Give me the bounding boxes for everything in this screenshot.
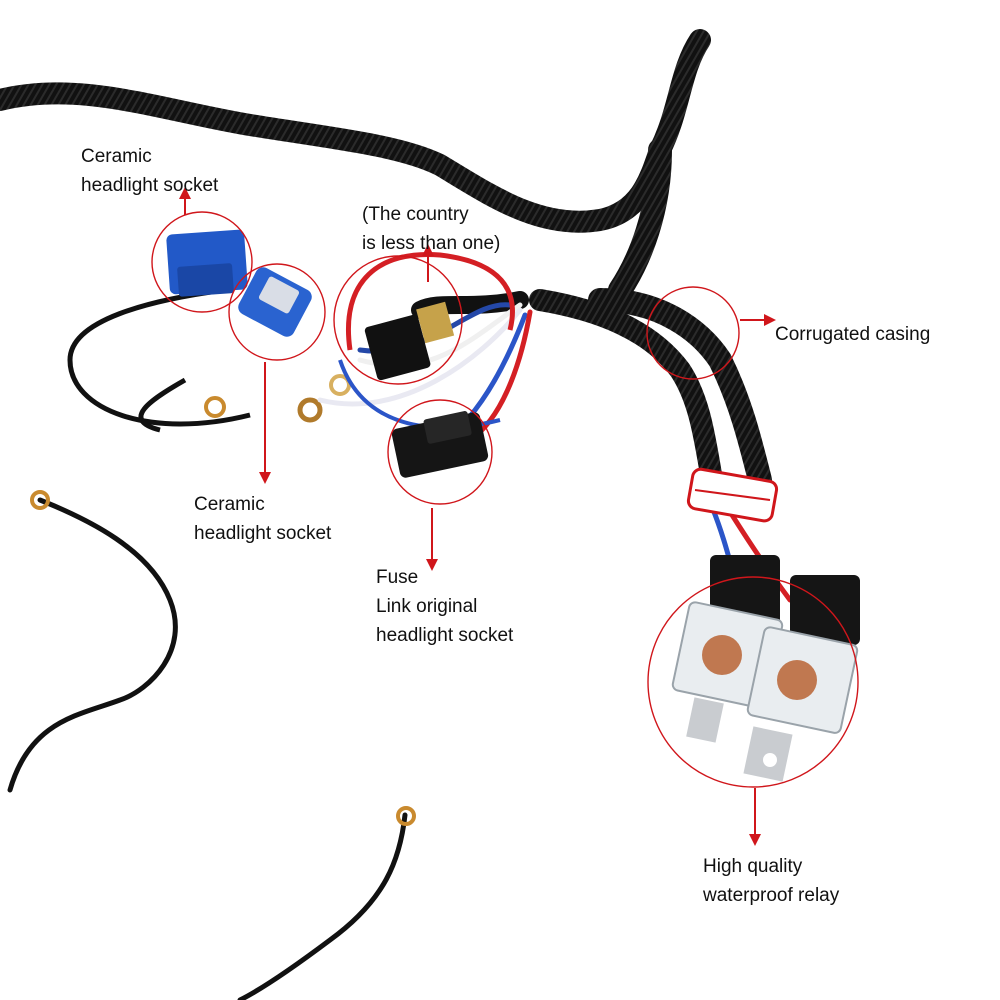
- callout-ceramic-socket-lower: Ceramic headlight socket: [194, 490, 331, 548]
- highlight-circle-relay: [647, 576, 859, 788]
- callout-line: Corrugated casing: [775, 324, 931, 345]
- ring-terminal-bottom: [396, 806, 416, 826]
- highlight-circle-casing: [646, 286, 740, 380]
- callout-country-note: (The country is less than one): [362, 200, 500, 258]
- callout-corrugated-casing: Corrugated casing: [775, 320, 930, 349]
- black-loop-wire: [67, 287, 251, 427]
- highlight-circle-socket-top: [151, 211, 253, 313]
- callout-line: waterproof relay: [703, 885, 840, 906]
- callout-line: Link original: [376, 596, 478, 617]
- callout-line: headlight socket: [376, 625, 514, 646]
- highlight-circle-socket-lower: [228, 263, 326, 361]
- relay-right: [743, 626, 859, 782]
- callout-line: Ceramic: [194, 494, 265, 515]
- fuse-holder: [391, 411, 489, 478]
- highlight-circle-h4: [333, 255, 463, 385]
- callout-line: Ceramic: [81, 146, 152, 167]
- ring-terminal-3: [329, 374, 351, 396]
- ring-terminal-left: [30, 490, 50, 510]
- callout-line: High quality: [703, 856, 803, 877]
- callout-waterproof-relay: High quality waterproof relay: [703, 852, 839, 910]
- highlight-circle-fuse: [387, 399, 493, 505]
- callout-line: headlight socket: [194, 523, 332, 544]
- callout-line: Fuse: [376, 567, 419, 588]
- callout-fuse: Fuse Link original headlight socket: [376, 563, 513, 650]
- callout-line: (The country: [362, 204, 469, 225]
- callout-line: is less than one): [362, 233, 501, 254]
- ground-wire-left: [7, 497, 178, 793]
- red-wire-loop: [346, 251, 515, 351]
- ground-wire-bottom: [237, 812, 408, 1000]
- ring-terminal-2: [297, 397, 323, 423]
- callout-line: headlight socket: [81, 175, 219, 196]
- ceramic-socket-lower: [238, 267, 312, 337]
- ring-terminal-1: [204, 396, 226, 418]
- callout-ceramic-socket-top: Ceramic headlight socket: [81, 142, 218, 200]
- ceramic-socket-top: [166, 229, 248, 297]
- h4-connector: [364, 301, 455, 381]
